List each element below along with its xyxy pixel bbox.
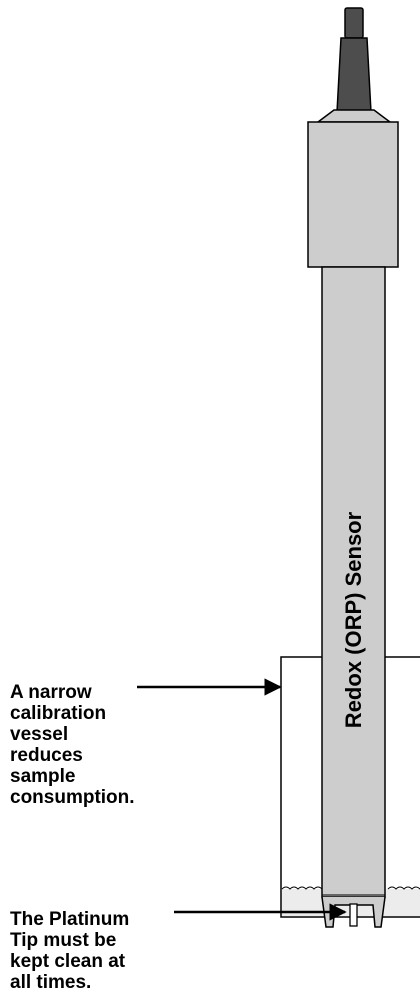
vessel-callout-line: consumption. — [10, 787, 135, 808]
tip-callout-line: The Platinum — [10, 909, 130, 930]
vessel-callout: A narrow calibration vessel reduces samp… — [10, 682, 135, 808]
tip-callout: The Platinum Tip must be kept clean at a… — [10, 909, 129, 993]
tip-callout-line: kept clean at — [10, 951, 126, 972]
sensor-shaft: Redox (ORP) Sensor — [321, 266, 386, 928]
tip-callout-line: Tip must be — [10, 930, 117, 951]
platinum-tip — [349, 903, 358, 927]
vessel-callout-line: sample — [10, 766, 76, 787]
vessel-callout-line: reduces — [10, 745, 83, 766]
tip-callout-line: all times. — [10, 972, 92, 993]
vessel-callout-line: calibration — [10, 703, 107, 724]
vessel-callout-line: A narrow — [10, 682, 92, 703]
sensor-label: Redox (ORP) Sensor — [341, 511, 366, 728]
vessel-callout-line: vessel — [10, 724, 69, 745]
sensor-cap — [307, 109, 399, 268]
sensor-cable — [336, 7, 372, 113]
